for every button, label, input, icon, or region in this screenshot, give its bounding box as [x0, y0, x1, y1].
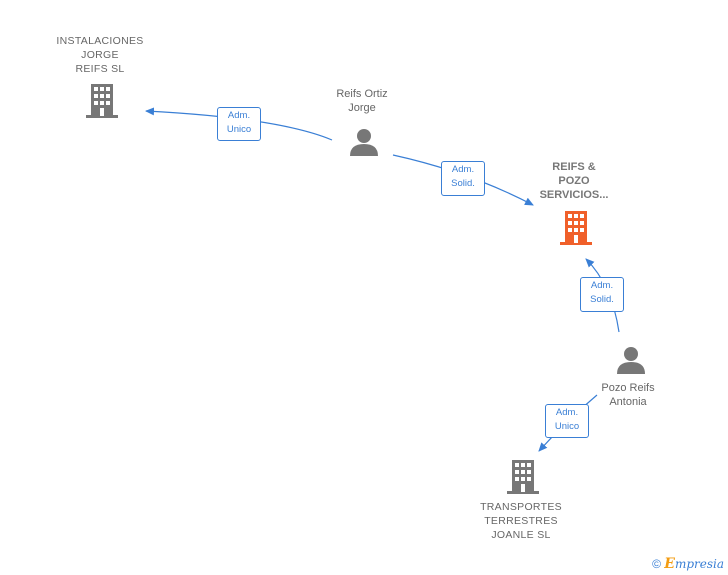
person-icon[interactable]: [616, 345, 646, 375]
building-icon[interactable]: [507, 460, 539, 494]
edge-label-adm-unico: Adm. Unico: [217, 107, 261, 141]
brand-initial: E: [664, 556, 675, 572]
node-label-transportes[interactable]: TRANSPORTES TERRESTRES JOANLE SL: [480, 501, 562, 541]
node-label-reifs-pozo[interactable]: REIFS & POZO SERVICIOS...: [539, 161, 609, 201]
brand-name: mpresia: [674, 557, 724, 571]
node-label-pozo-reifs[interactable]: Pozo Reifs Antonia: [601, 382, 655, 408]
edge-label-adm-unico: Adm. Unico: [545, 404, 589, 438]
empresia-watermark: © Empresia: [652, 556, 724, 572]
copyright-symbol: ©: [652, 557, 661, 571]
edge-label-adm-solid: Adm. Solid.: [441, 161, 485, 196]
building-icon-highlight[interactable]: [560, 211, 592, 245]
edge-label-adm-solid: Adm. Solid.: [580, 277, 624, 312]
person-icon[interactable]: [349, 127, 379, 157]
node-label-instalaciones[interactable]: INSTALACIONES JORGE REIFS SL: [56, 35, 144, 75]
building-icon[interactable]: [86, 84, 118, 118]
node-label-reifs-ortiz[interactable]: Reifs Ortiz Jorge: [336, 88, 388, 114]
